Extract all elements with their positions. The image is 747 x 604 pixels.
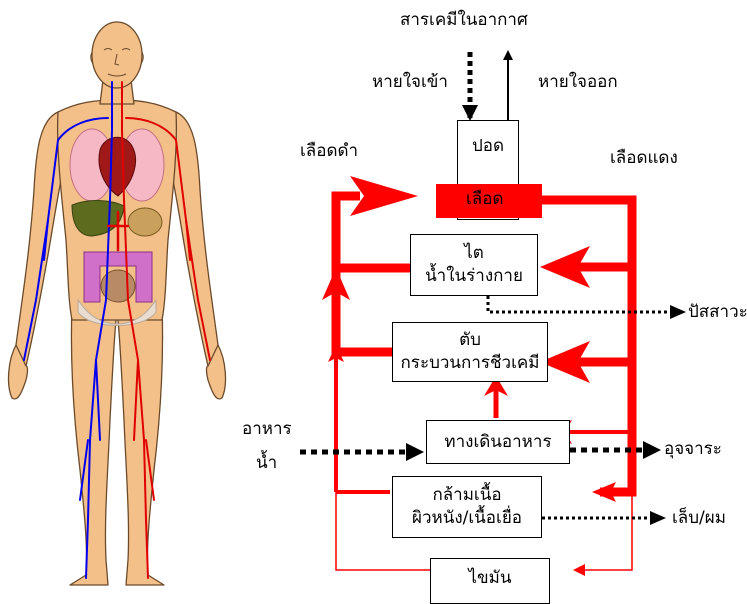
nails-hair-label: เล็บ/ผม — [672, 510, 726, 527]
fat-box: ไขมัน — [430, 558, 550, 604]
feces-label: อุจจาระ — [664, 441, 722, 458]
liver-label-line1: ตับ — [459, 329, 481, 352]
venous-blood-label: เลือดดำ — [300, 143, 358, 160]
water-label: น้ำ — [256, 455, 277, 472]
muscle-label-line2: ผิวหนัง/เนื้อเยื่อ — [412, 507, 522, 530]
kidney-to-urine — [488, 296, 672, 312]
lung-label: ปอด — [472, 135, 504, 158]
kidney-label-line2: น้ำในร่างกาย — [425, 265, 523, 288]
kidney-box: ไต น้ำในร่างกาย — [410, 234, 538, 296]
arterial-blood-label: เลือดแดง — [610, 150, 678, 167]
kidney-label-line1: ไต — [464, 242, 484, 265]
liver-label-line2: กระบวนการชีวเคมี — [401, 352, 540, 375]
diagram-stage: ปอด เลือด ไต น้ำในร่างกาย ตับ กระบวนการช… — [0, 0, 747, 590]
exhale-label: หายใจออก — [538, 74, 618, 91]
muscle-label-line1: กล้ามเนื้อ — [432, 484, 501, 507]
fat-label: ไขมัน — [469, 567, 512, 590]
gut-box: ทางเดินอาหาร — [426, 420, 570, 464]
gut-label: ทางเดินอาหาร — [444, 431, 551, 454]
urine-label: ปัสสาวะ — [688, 304, 747, 321]
food-label: อาหาร — [242, 421, 292, 438]
muscle-box: กล้ามเนื้อ ผิวหนัง/เนื้อเยื่อ — [392, 476, 542, 538]
blood-label: เลือด — [466, 191, 503, 208]
inhale-label: หายใจเข้า — [372, 74, 448, 91]
air-chemicals-label: สารเคมีในอากาศ — [400, 12, 528, 29]
liver-box: ตับ กระบวนการชีวเคมี — [392, 322, 548, 382]
